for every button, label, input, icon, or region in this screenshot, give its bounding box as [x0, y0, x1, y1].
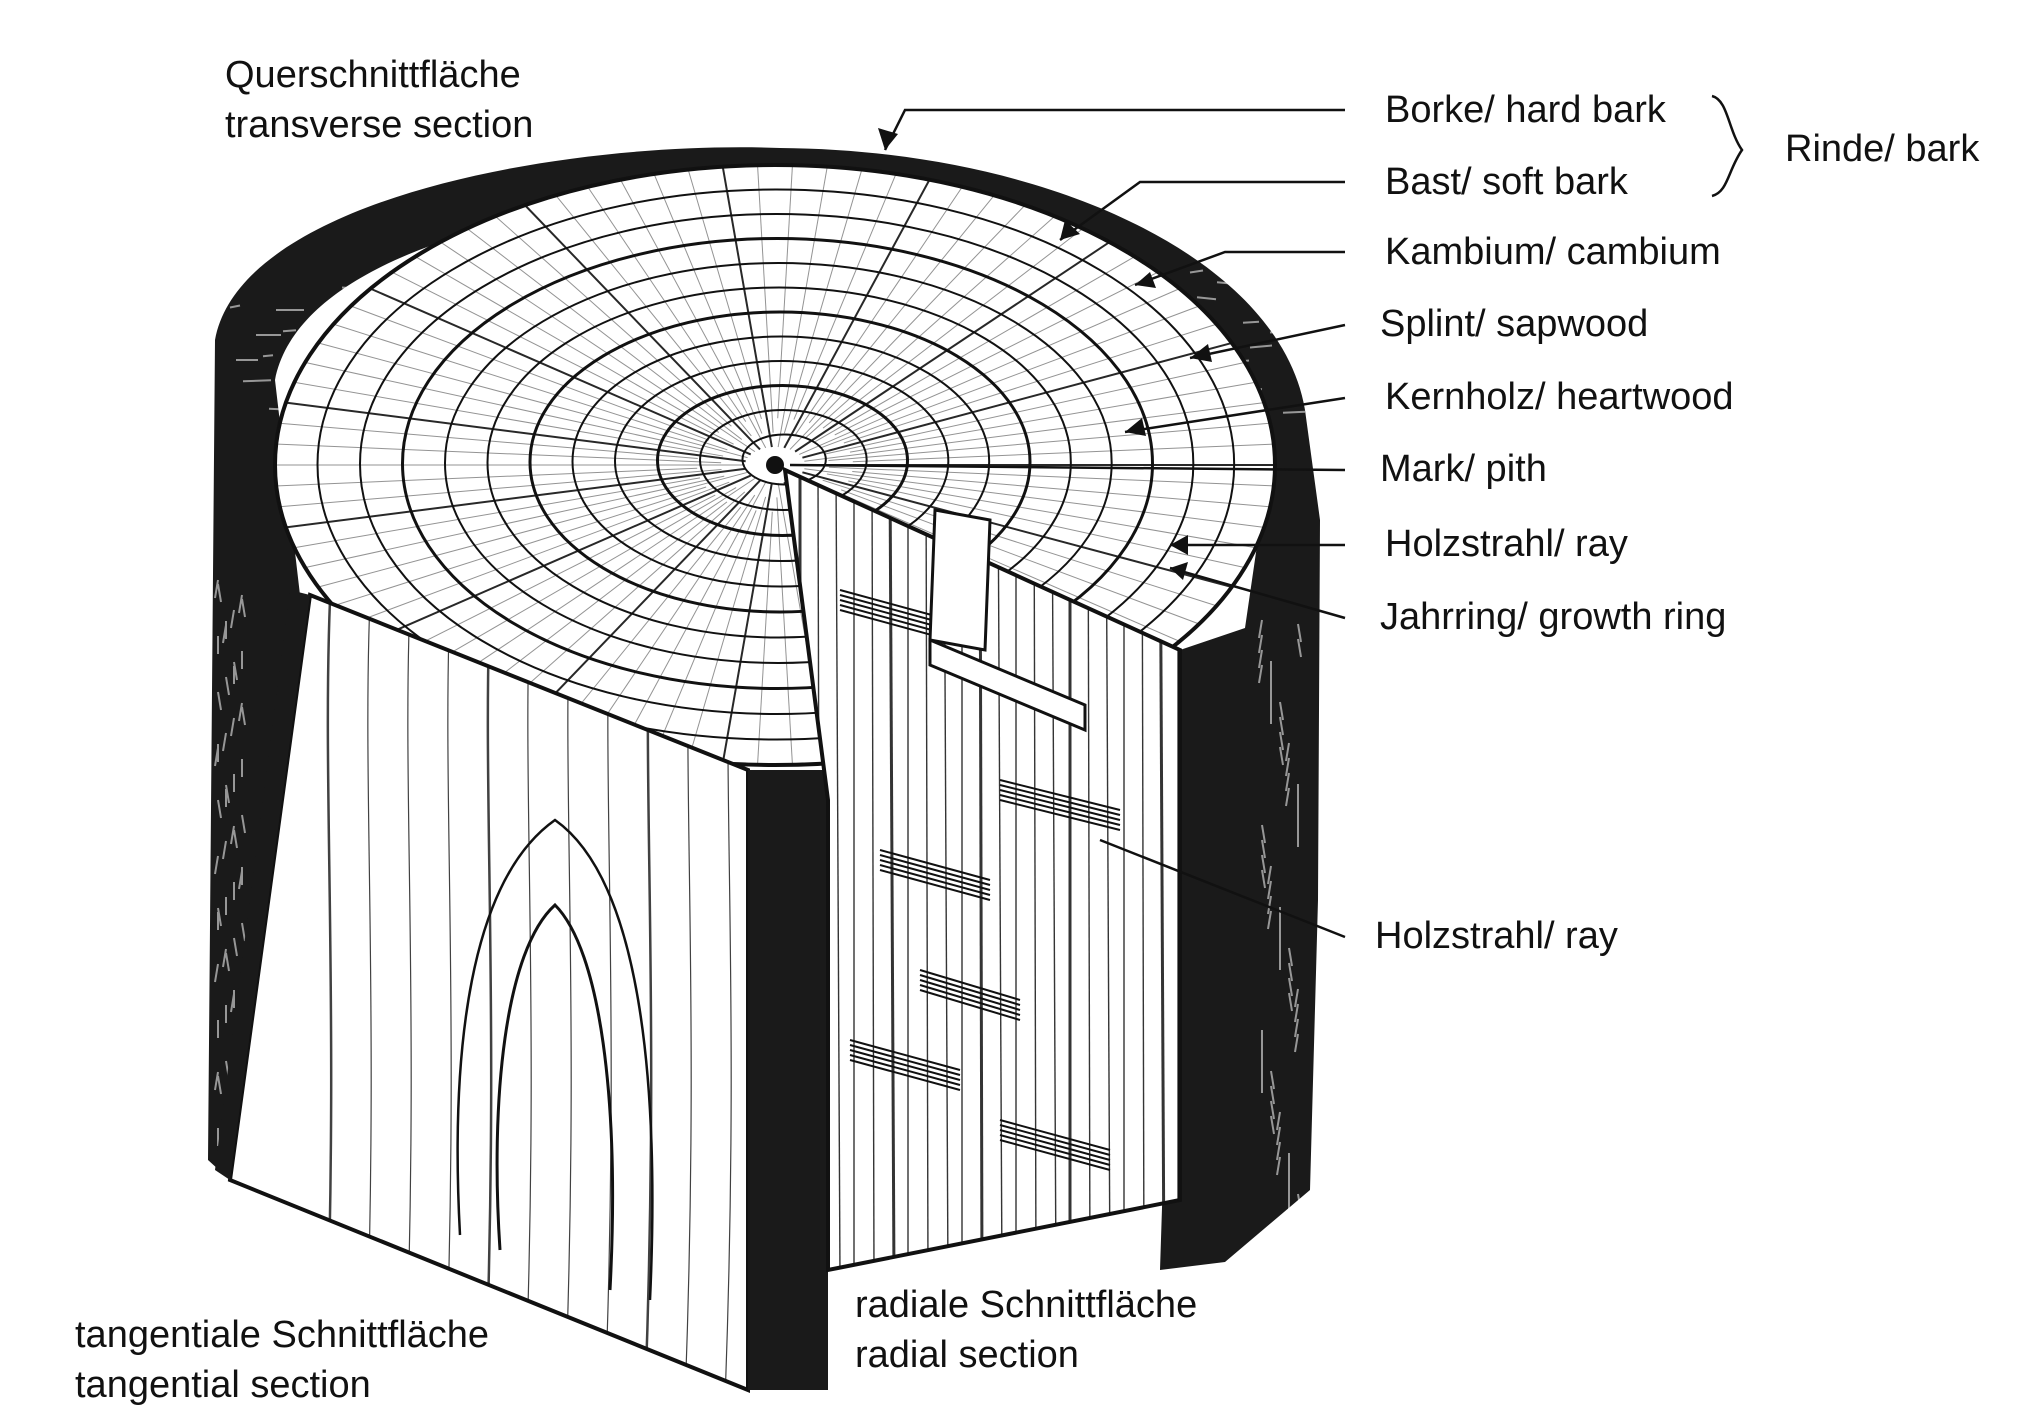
label-cambium: Kambium/ cambium [1385, 227, 1721, 277]
label-ray-top: Holzstrahl/ ray [1385, 519, 1628, 569]
raised-ray-block-top [930, 510, 990, 650]
pith-dot [766, 456, 784, 474]
radial-en: radial section [855, 1330, 1197, 1380]
label-soft-bark: Bast/ soft bark [1385, 157, 1628, 207]
bark-group-brace [1712, 96, 1742, 196]
transverse-en: transverse section [225, 100, 533, 150]
transverse-de: Querschnittfläche [225, 50, 533, 100]
label-radial-section: radiale Schnittfläche radial section [855, 1280, 1197, 1380]
label-pith: Mark/ pith [1380, 444, 1547, 494]
label-bark-group: Rinde/ bark [1785, 124, 1979, 174]
bark-edge-cut [748, 770, 828, 1390]
radial-de: radiale Schnittfläche [855, 1280, 1197, 1330]
label-hard-bark: Borke/ hard bark [1385, 85, 1666, 135]
label-heartwood: Kernholz/ heartwood [1385, 372, 1734, 422]
label-transverse-section: Querschnittfläche transverse section [225, 50, 533, 150]
label-growth-ring: Jahrring/ growth ring [1380, 592, 1726, 642]
label-tangential-section: tangentiale Schnittfläche tangential sec… [75, 1310, 489, 1410]
label-sapwood: Splint/ sapwood [1380, 299, 1648, 349]
label-ray-side: Holzstrahl/ ray [1375, 911, 1618, 961]
tangential-de: tangentiale Schnittfläche [75, 1310, 489, 1360]
tangential-en: tangential section [75, 1360, 489, 1410]
leader-hard-bark [885, 110, 1345, 150]
